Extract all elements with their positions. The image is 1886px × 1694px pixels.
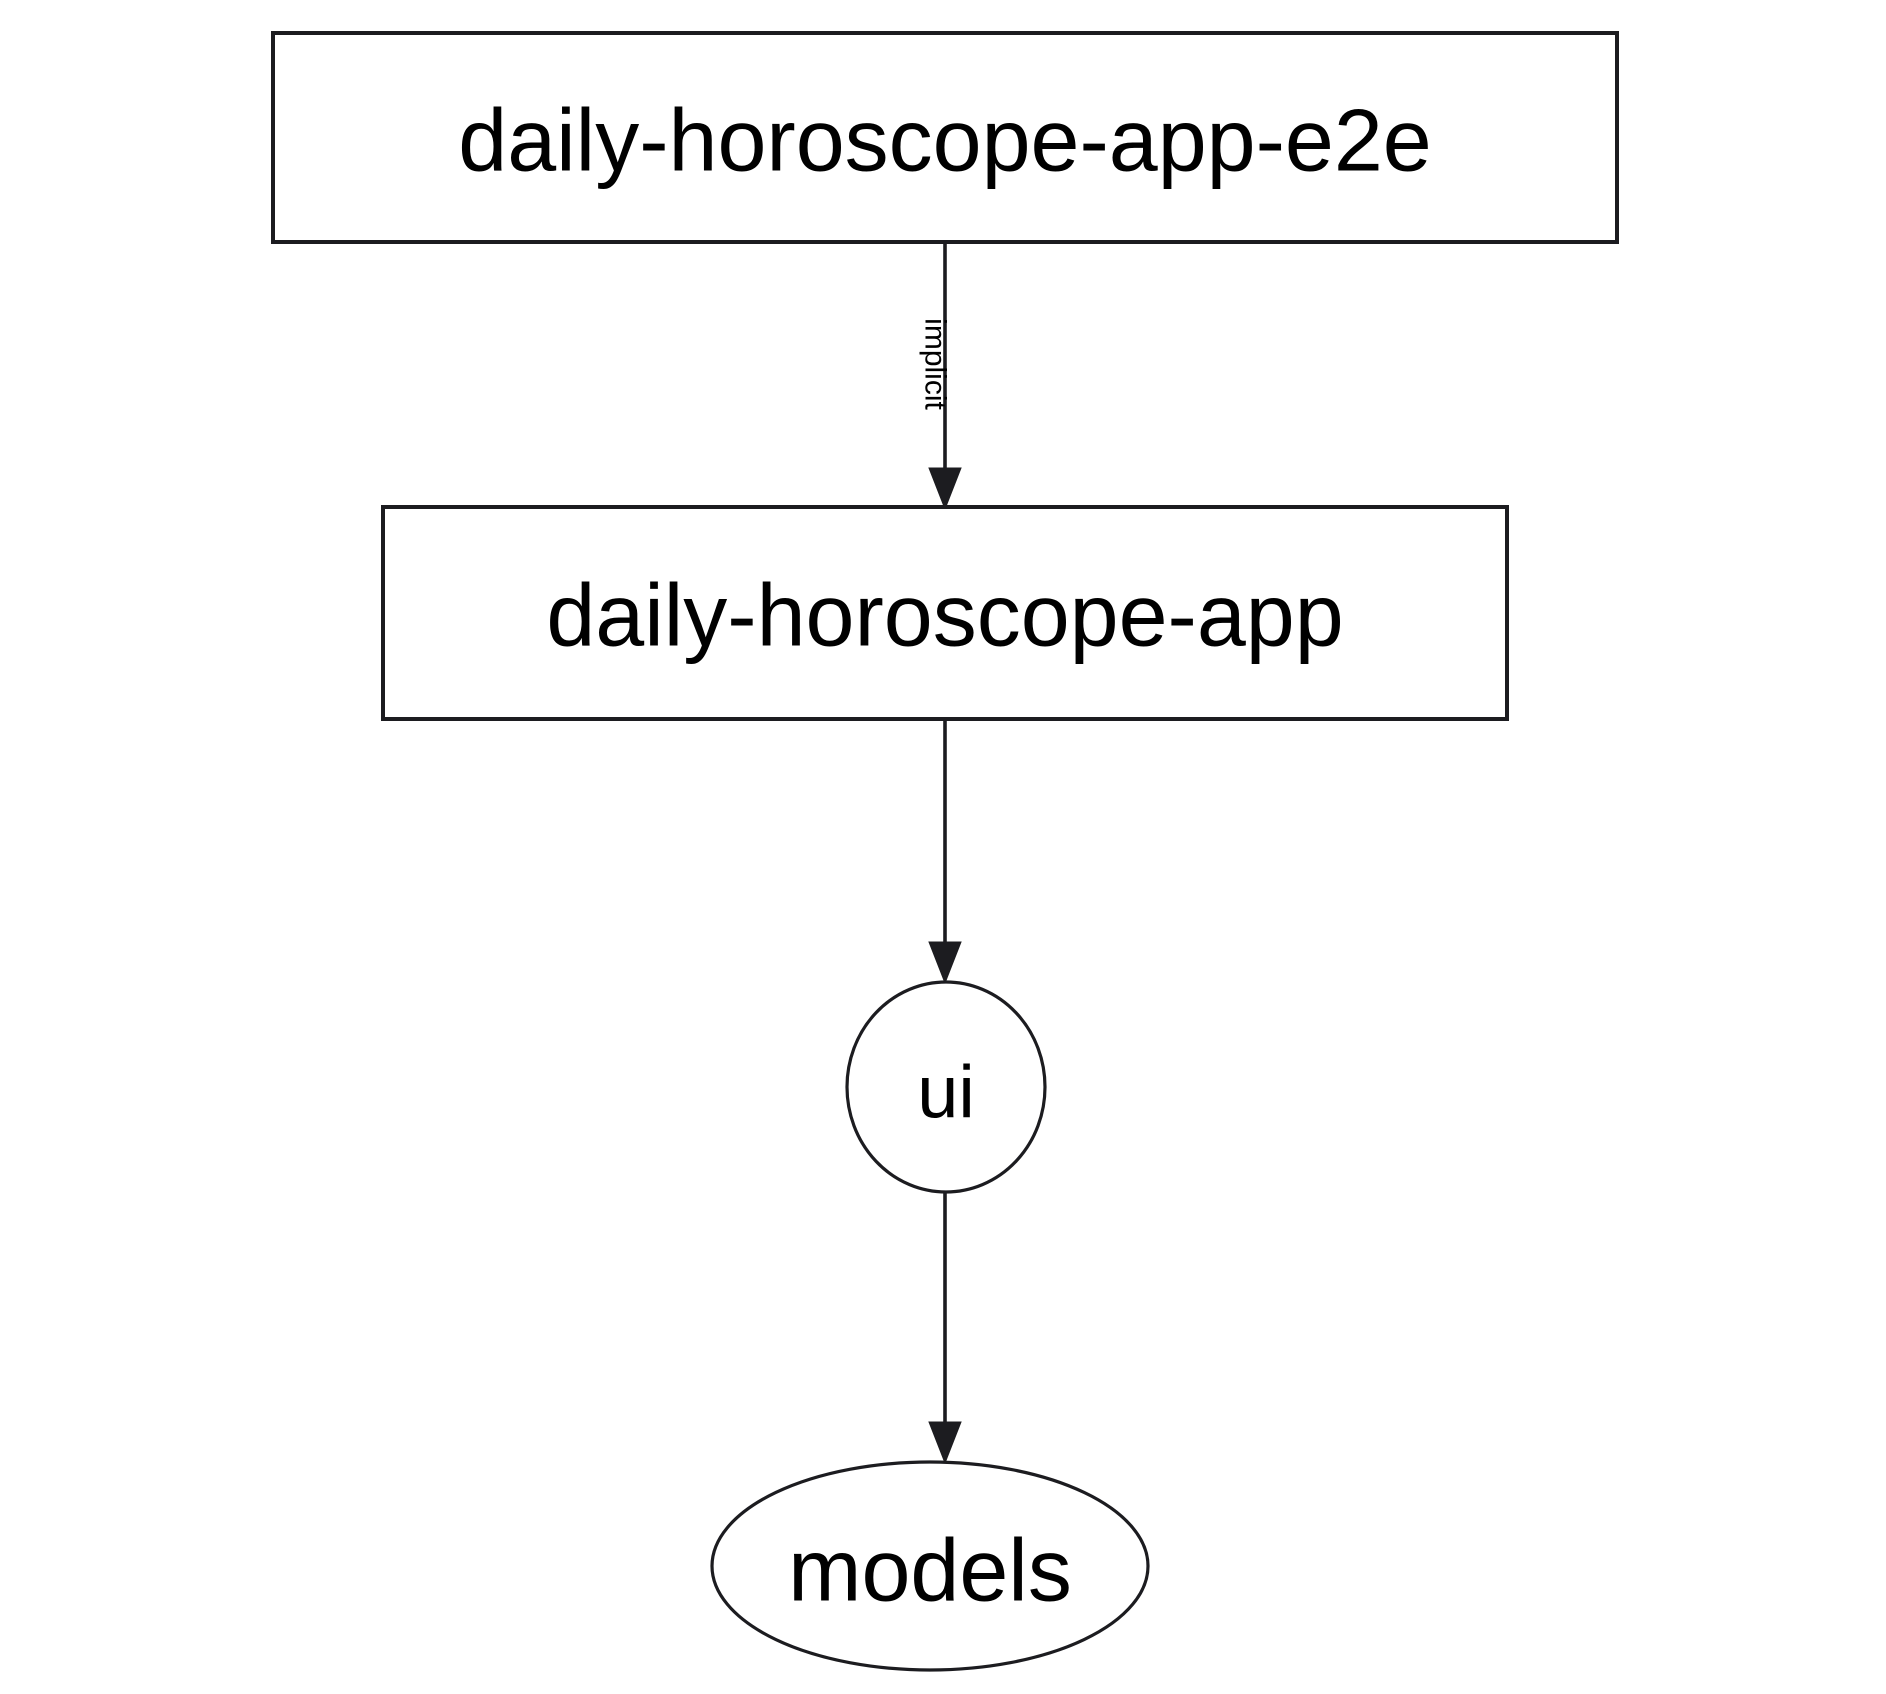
node-models[interactable]: models (710, 1460, 1150, 1672)
edge-arrowhead-e2e-app (928, 467, 962, 511)
node-label-ui: ui (917, 1051, 975, 1134)
edge-label-implicit: implicit (919, 318, 952, 410)
node-ui[interactable]: ui (845, 980, 1047, 1194)
edge-app-to-ui[interactable] (928, 719, 962, 985)
edge-e2e-to-app[interactable]: implicit (919, 242, 962, 511)
node-label-models: models (788, 1521, 1072, 1620)
node-daily-horoscope-app-e2e[interactable]: daily-horoscope-app-e2e (271, 31, 1619, 244)
edge-arrowhead-ui-models (928, 1421, 962, 1465)
node-rect-e2e[interactable] (271, 31, 1619, 244)
node-rect-app[interactable] (381, 505, 1509, 721)
node-ellipse-models[interactable] (710, 1460, 1150, 1672)
node-label-e2e: daily-horoscope-app-e2e (458, 91, 1432, 190)
edge-ui-to-models[interactable] (928, 1192, 962, 1465)
edge-arrowhead-app-ui (928, 941, 962, 985)
node-daily-horoscope-app[interactable]: daily-horoscope-app (381, 505, 1509, 721)
node-label-app: daily-horoscope-app (546, 566, 1343, 665)
